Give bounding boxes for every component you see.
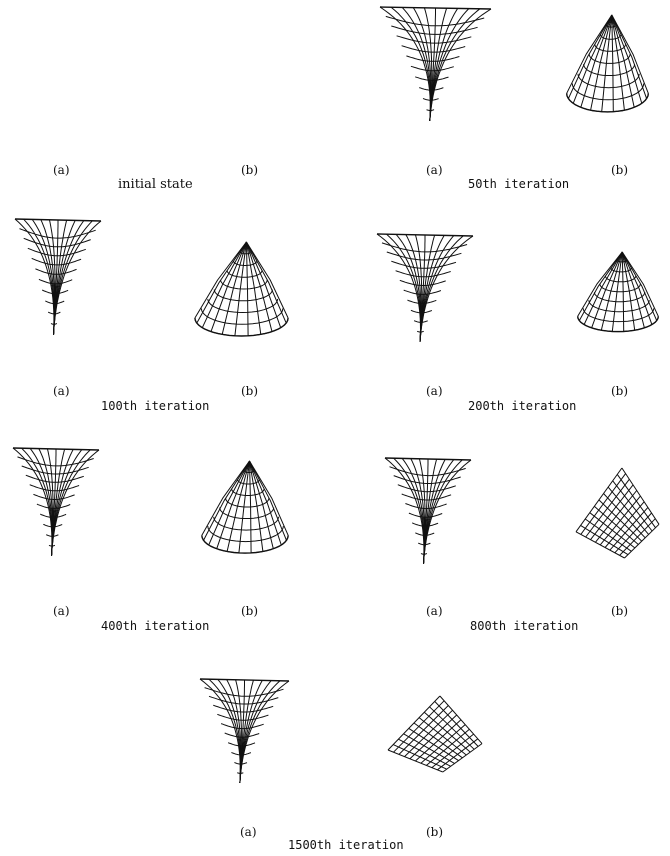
label-b: (b) (611, 384, 628, 398)
label-b: (b) (611, 163, 628, 177)
surface-b (200, 459, 290, 557)
label-b: (b) (241, 163, 258, 177)
surface-b (576, 250, 660, 335)
label-a: (a) (426, 384, 443, 398)
caption-400th-iteration: 400th iteration (101, 619, 209, 634)
surface-b (386, 694, 484, 774)
surface-b (565, 13, 650, 116)
label-a: (a) (426, 604, 443, 618)
surface-a (383, 456, 473, 566)
label-a: (a) (426, 163, 443, 177)
surface-a (375, 232, 475, 344)
caption-initial-state: initial state (118, 177, 193, 192)
label-b: (b) (426, 825, 443, 839)
caption-800th-iteration: 800th iteration (470, 619, 578, 634)
caption-200th-iteration: 200th iteration (468, 399, 576, 414)
surface-a (198, 677, 291, 785)
surface-b (574, 466, 661, 560)
surface-a (13, 217, 103, 337)
label-a: (a) (53, 604, 70, 618)
caption-100th-iteration: 100th iteration (101, 399, 209, 414)
label-b: (b) (611, 604, 628, 618)
surface-b (193, 240, 290, 340)
surface-a (378, 5, 493, 123)
label-a: (a) (240, 825, 257, 839)
caption-1500th-iteration: 1500th iteration (288, 838, 404, 853)
caption-50th-iteration: 50th iteration (468, 177, 569, 192)
label-b: (b) (241, 384, 258, 398)
label-a: (a) (53, 163, 70, 177)
label-b: (b) (241, 604, 258, 618)
label-a: (a) (53, 384, 70, 398)
surface-a (11, 446, 101, 558)
